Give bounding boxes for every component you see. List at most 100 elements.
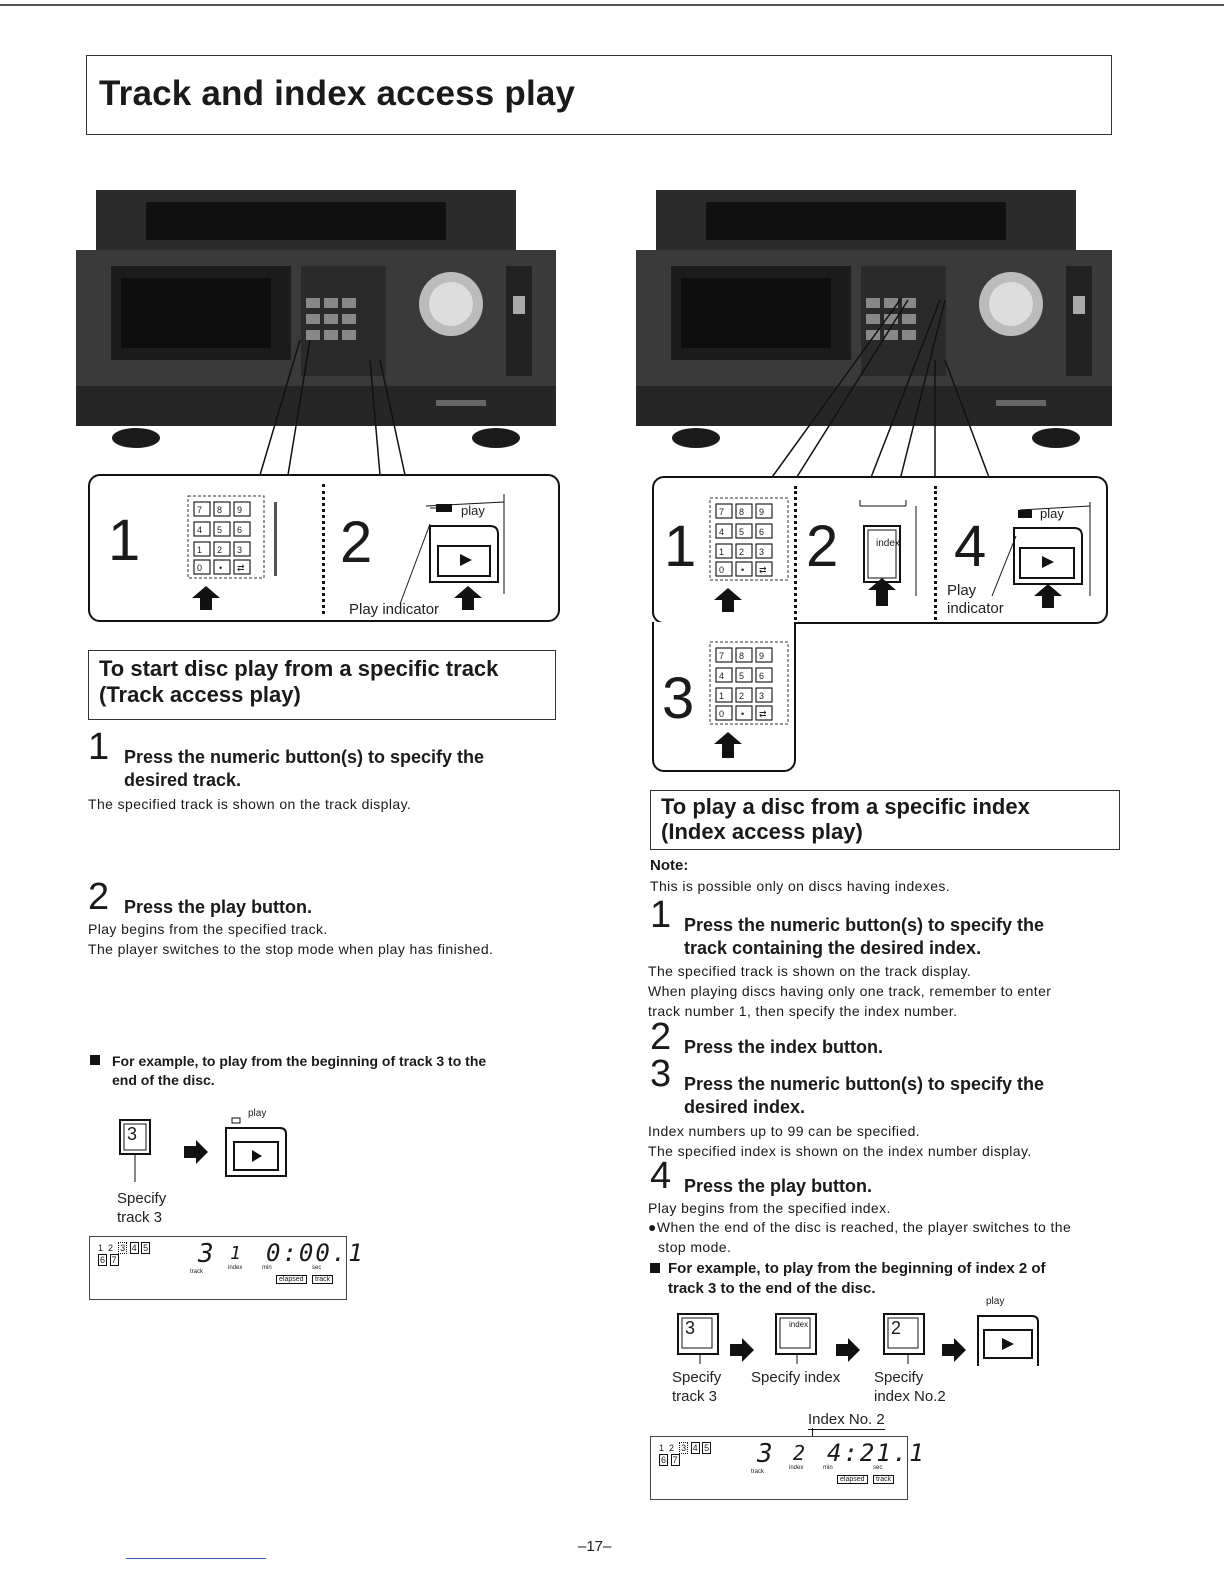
caption-line1: Play	[947, 582, 977, 599]
svg-text:1: 1	[197, 545, 202, 555]
display-time: 4:21.1	[827, 1439, 926, 1467]
callout-divider-left	[322, 484, 325, 614]
example-line1: For example, to play from the beginning …	[668, 1260, 1046, 1277]
top-rule	[0, 4, 1224, 6]
index-no-label: Index No. 2	[808, 1411, 885, 1430]
step-text-line2: desired track.	[124, 770, 242, 790]
callout-right-step-4: 4	[954, 514, 987, 579]
section-heading-track-access: To start disc play from a specific track…	[88, 650, 556, 720]
step-number: 2	[88, 876, 110, 918]
play-text-tiny-right: play	[1040, 506, 1064, 521]
callout-lines-right	[769, 299, 991, 481]
callout-right-step-3: 3	[662, 666, 695, 731]
note-label: Note:	[650, 857, 689, 874]
play-button-illustration-left	[399, 494, 505, 610]
svg-text:9: 9	[759, 651, 764, 661]
display-index-digit: 1	[230, 1243, 241, 1264]
callout-left-step-1: 1	[108, 508, 141, 573]
display-tracknum: 1	[659, 1443, 665, 1453]
step-number: 1	[88, 726, 110, 768]
svg-text:1: 1	[719, 547, 724, 557]
step-text: Press the numeric button(s) to specify t…	[684, 1073, 1044, 1119]
display-tracknum: 5	[141, 1242, 151, 1254]
callout-divider-right-1	[794, 486, 797, 620]
step-number: 2	[650, 1016, 672, 1058]
step-text-line1: Press the play button.	[684, 1176, 873, 1196]
caption-line2: indicator	[947, 600, 1004, 617]
caption-line2: track 3	[672, 1388, 718, 1405]
display-time: 0:00.1	[266, 1239, 365, 1267]
cd-player-photo-left	[76, 190, 556, 448]
right-example-text: For example, to play from the beginning …	[668, 1259, 1046, 1299]
callout-lines-left	[259, 340, 406, 476]
step-text-line1: Press the numeric button(s) to specify t…	[684, 1074, 1045, 1094]
right-step-4-body-3: stop mode.	[658, 1239, 732, 1255]
svg-text:6: 6	[759, 527, 764, 537]
step-text: Press the numeric button(s) to specify t…	[684, 914, 1044, 960]
left-step-1: 1 Press the numeric button(s) to specify…	[88, 728, 558, 796]
right-step-2: 2 Press the index button.	[650, 1018, 1120, 1066]
play-indicator-caption: Play indicator	[349, 601, 440, 618]
step-number: 3	[650, 1053, 672, 1095]
right-step-3: 3 Press the numeric button(s) to specify…	[650, 1055, 1120, 1123]
svg-text:8: 8	[217, 505, 222, 515]
play-indicator-caption-right: Play indicator	[947, 582, 1004, 618]
display-label-min: min	[262, 1265, 272, 1271]
svg-text:0: 0	[719, 565, 724, 575]
svg-text:7: 7	[197, 505, 202, 515]
left-step-1-body: The specified track is shown on the trac…	[88, 796, 412, 812]
index-no-pointer	[812, 1428, 813, 1442]
left-step-2-body-2: The player switches to the stop mode whe…	[88, 941, 494, 957]
page-title: Track and index access play	[99, 74, 576, 113]
index-key-label: index	[876, 538, 900, 549]
display-tracknum: 6	[659, 1454, 669, 1466]
display-tracknum: 4	[129, 1242, 139, 1254]
display-label-sec: sec	[873, 1465, 883, 1471]
cd-player-photo-right	[636, 190, 1112, 448]
svg-text:•: •	[741, 565, 744, 575]
svg-text:9: 9	[237, 505, 242, 515]
index-button-illustration	[859, 500, 917, 606]
footer-rule	[126, 1558, 266, 1559]
bullet-square-left	[90, 1055, 100, 1065]
example-line2: track 3 to the end of the disc.	[668, 1280, 876, 1297]
display-tracknum: 5	[702, 1442, 712, 1454]
step-text-line1: Press the play button.	[124, 897, 313, 917]
right-example-caption-1: Specify track 3	[672, 1368, 721, 1406]
right-example-caption-3: Specify index No.2	[874, 1368, 946, 1406]
caption-line1: Specify	[672, 1369, 722, 1386]
display-tracknum: 7	[109, 1254, 119, 1266]
callout-right-step-1: 1	[664, 514, 697, 579]
svg-text:0: 0	[197, 563, 202, 573]
svg-text:⇄: ⇄	[759, 565, 767, 575]
svg-text:2: 2	[217, 545, 222, 555]
right-example-diagram	[677, 1313, 1039, 1366]
right-step-3-body-2: The specified index is shown on the inde…	[648, 1143, 1032, 1159]
callout-left-step-2: 2	[340, 510, 373, 575]
play-button-illustration-right	[991, 502, 1091, 608]
left-example-diagram	[119, 1117, 287, 1182]
display-track-digit: 3	[757, 1439, 773, 1469]
left-example-caption: Specify track 3	[117, 1189, 166, 1227]
bullet-square-right	[650, 1263, 660, 1273]
left-display-panel: 1 2 3 4 5 6 7 3 1 0:00.1 track index min…	[89, 1236, 363, 1300]
play-text-tiny: play	[461, 503, 485, 518]
display-tracknum: 4	[690, 1442, 700, 1454]
page-title-box: Track and index access play	[86, 55, 1112, 135]
right-step-1-body-1: The specified track is shown on the trac…	[648, 963, 972, 979]
svg-text:8: 8	[739, 651, 744, 661]
svg-text:0: 0	[719, 709, 724, 719]
svg-text:6: 6	[237, 525, 242, 535]
display-tracknum: 3	[118, 1242, 128, 1254]
display-badge-elapsed: elapsed	[837, 1475, 868, 1484]
svg-text:7: 7	[719, 651, 724, 661]
svg-text:6: 6	[759, 671, 764, 681]
display-badge-track: track	[873, 1475, 895, 1484]
svg-text:5: 5	[739, 671, 744, 681]
right-step-1-body-3: track number 1, then specify the index n…	[648, 1003, 958, 1019]
svg-text:2: 2	[739, 547, 744, 557]
display-tracknum: 3	[679, 1442, 689, 1454]
svg-text:1: 1	[719, 691, 724, 701]
svg-text:7: 7	[719, 507, 724, 517]
right-step-4-body-1: Play begins from the specified index.	[648, 1200, 891, 1216]
